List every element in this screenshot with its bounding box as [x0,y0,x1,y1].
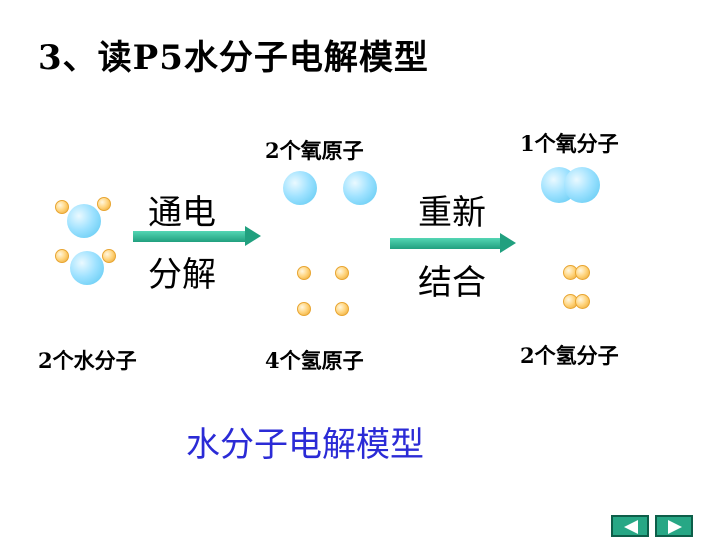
step1-label-line1: 通电 [148,193,216,233]
label-oxygen-atoms: 2个氧原子 [265,138,364,163]
step1-label-line2: 分解 [148,255,216,295]
step1-arrow [133,226,261,246]
caption: 水分子电解模型 [186,425,424,465]
hydrogen-atom [102,249,116,263]
step2-label-line1: 重新 [418,193,486,233]
step2-arrow [390,233,516,253]
slide-nav [611,515,695,537]
hydrogen-atom [297,266,311,280]
page-title: 3、读P5水分子电解模型 [38,38,429,78]
hydrogen-atom [335,302,349,316]
label-hydrogen-molecules: 2个氢分子 [520,343,619,368]
hydrogen-atom [97,197,111,211]
oxygen-atom [564,167,600,203]
label-hydrogen-atoms: 4个氢原子 [265,348,364,373]
label-oxygen-molecule: 1个氧分子 [520,131,619,156]
oxygen-atom [343,171,377,205]
prev-slide-button[interactable] [611,515,649,537]
oxygen-atom [283,171,317,205]
triangle-left-icon [624,520,638,534]
hydrogen-atom [575,294,590,309]
oxygen-atom [67,204,101,238]
hydrogen-atom [297,302,311,316]
hydrogen-atom [335,266,349,280]
oxygen-atom [70,251,104,285]
hydrogen-atom [55,249,69,263]
next-slide-button[interactable] [655,515,693,537]
hydrogen-atom [55,200,69,214]
triangle-right-icon [668,520,682,534]
hydrogen-atom [575,265,590,280]
step2-label-line2: 结合 [418,263,486,303]
label-water-molecules: 2个水分子 [38,348,137,373]
